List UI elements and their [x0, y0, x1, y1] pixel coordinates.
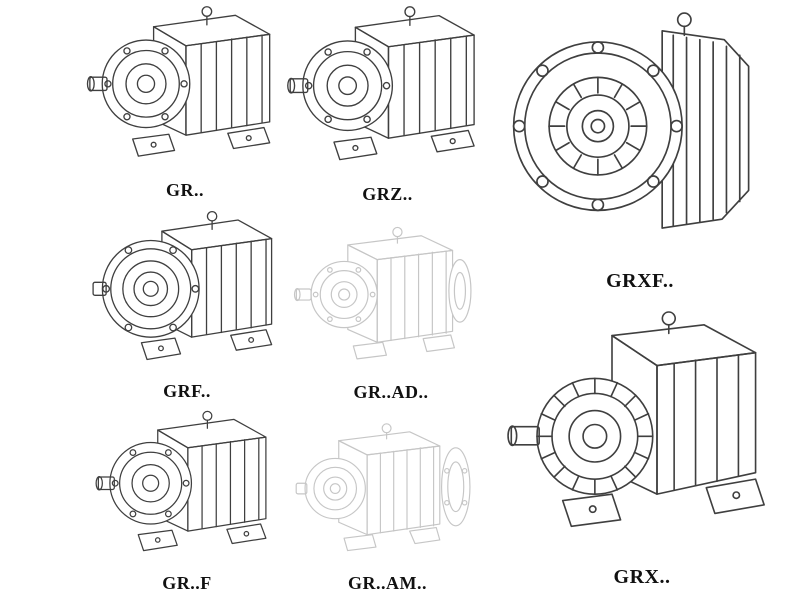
gearbox-drawing-grz: [285, 2, 490, 182]
gearbox-figure-grxf: GRXF..: [490, 2, 790, 296]
gearbox-drawing-grxf: [490, 2, 790, 268]
gearbox-drawing-grf: [82, 207, 292, 379]
gearbox-label-grxf: GRXF..: [606, 270, 674, 292]
adapter-flange-gearbox-icon: [295, 423, 471, 552]
gearbox-label-grdotf: GR..F: [162, 573, 212, 593]
foot-mounted-gearbox-icon: [95, 410, 267, 552]
gearbox-label-grf: GRF..: [163, 381, 211, 401]
gearbox-label-gr: GR..: [166, 180, 204, 200]
gearbox-label-gram: GR..AM..: [348, 573, 427, 593]
gearbox-label-grx: GRX..: [613, 566, 671, 588]
adapter-gearbox-icon: [293, 226, 472, 360]
gearbox-drawing-grdotf: [82, 407, 292, 571]
gearbox-figure-grad: GR..AD..: [285, 210, 497, 406]
gearbox-figure-grx: GRX..: [492, 300, 792, 592]
large-foot-mounted-gearbox-icon: [507, 311, 765, 528]
gearbox-figure-grf: GRF..: [82, 207, 292, 405]
gearbox-drawing-grx: [492, 300, 792, 564]
flange-front-gearbox-icon: [512, 12, 750, 229]
flange-mounted-gearbox-icon: [92, 210, 273, 361]
gearbox-figure-gram: GR..AM..: [285, 407, 490, 597]
gearbox-label-grz: GRZ..: [362, 184, 413, 204]
foot-mounted-gearbox-icon: [86, 6, 271, 157]
gearbox-figure-grz: GRZ..: [285, 2, 490, 208]
gearbox-figure-gr: GR..: [80, 2, 290, 204]
gearbox-drawing-gr: [80, 2, 290, 178]
gearbox-drawing-gram: [285, 407, 490, 571]
gearbox-label-grad: GR..AD..: [353, 382, 429, 402]
gearbox-drawing-grad: [285, 210, 497, 380]
gearbox-figure-grdotf: GR..F: [82, 407, 292, 597]
foot-mounted-gearbox-icon: [287, 6, 475, 161]
